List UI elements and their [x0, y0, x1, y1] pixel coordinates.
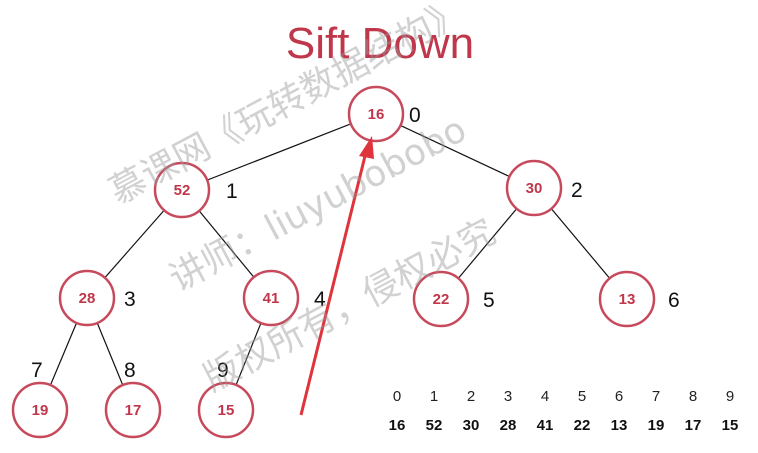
node-value: 16: [368, 106, 385, 123]
node-3: 28 3: [58, 269, 136, 327]
diagram-title: Sift Down: [286, 19, 474, 68]
node-value: 28: [79, 290, 96, 307]
node-value: 41: [263, 290, 280, 307]
node-circle: [505, 159, 563, 217]
array-value: 13: [611, 417, 628, 434]
node-index: 9: [217, 359, 229, 382]
array-value: 28: [500, 417, 517, 434]
array-index: 0: [393, 388, 401, 405]
node-value: 22: [433, 291, 450, 308]
array-index: 6: [615, 388, 623, 405]
node-value: 19: [32, 402, 49, 419]
arrow-shaft: [299, 151, 368, 416]
node-circle: [412, 270, 470, 328]
node-index: 5: [483, 289, 495, 312]
array-value: 19: [648, 417, 665, 434]
node-value: 17: [125, 402, 142, 419]
edge-0-1: [181, 113, 377, 191]
node-circle: [197, 381, 255, 439]
node-value: 13: [619, 291, 636, 308]
node-index: 7: [31, 359, 43, 382]
array-value: 22: [574, 417, 591, 434]
node-circle: [153, 161, 211, 219]
array-index: 7: [652, 388, 660, 405]
edge-0-2: [375, 113, 535, 189]
array-values: 16 52 30 28 41 22 13 19 17 15: [389, 417, 739, 434]
array-index: 4: [541, 388, 549, 405]
node-index: 8: [124, 359, 136, 382]
node-circle: [242, 269, 300, 327]
node-circle: [104, 381, 162, 439]
array-value: 52: [426, 417, 443, 434]
sift-down-arrow: [299, 136, 374, 416]
array-index: 1: [430, 388, 438, 405]
node-8: 17 8: [104, 359, 162, 439]
array-value: 17: [685, 417, 702, 434]
node-circle: [58, 269, 116, 327]
node-value: 15: [218, 402, 235, 419]
array-index: 3: [504, 388, 512, 405]
array-indices: 0 1 2 3 4 5 6 7 8 9: [393, 388, 734, 405]
node-circle: [598, 270, 656, 328]
arrow-head-icon: [359, 136, 374, 159]
array-index: 8: [689, 388, 697, 405]
node-index: 6: [668, 289, 680, 312]
array-value: 15: [722, 417, 739, 434]
node-7: 19 7: [11, 359, 69, 439]
node-0: 16 0: [347, 85, 421, 143]
node-5: 22 5: [412, 270, 495, 328]
array-index: 2: [467, 388, 475, 405]
node-index: 4: [314, 288, 326, 311]
node-1: 52 1: [153, 161, 238, 219]
array-view: 0 1 2 3 4 5 6 7 8 9 16 52 30 28 41 22 13…: [389, 388, 739, 434]
node-circle: [11, 381, 69, 439]
array-index: 5: [578, 388, 586, 405]
node-value: 52: [174, 182, 191, 199]
node-circle: [347, 85, 405, 143]
array-index: 9: [726, 388, 734, 405]
node-4: 41 4: [242, 269, 326, 327]
array-value: 41: [537, 417, 554, 434]
node-6: 13 6: [598, 270, 680, 328]
node-index: 1: [226, 180, 238, 203]
node-index: 2: [571, 179, 583, 202]
node-9: 15 9: [197, 359, 255, 439]
array-value: 30: [463, 417, 480, 434]
node-2: 30 2: [505, 159, 583, 217]
node-value: 30: [526, 180, 543, 197]
node-index: 0: [409, 104, 421, 127]
node-index: 3: [124, 288, 136, 311]
array-value: 16: [389, 417, 406, 434]
